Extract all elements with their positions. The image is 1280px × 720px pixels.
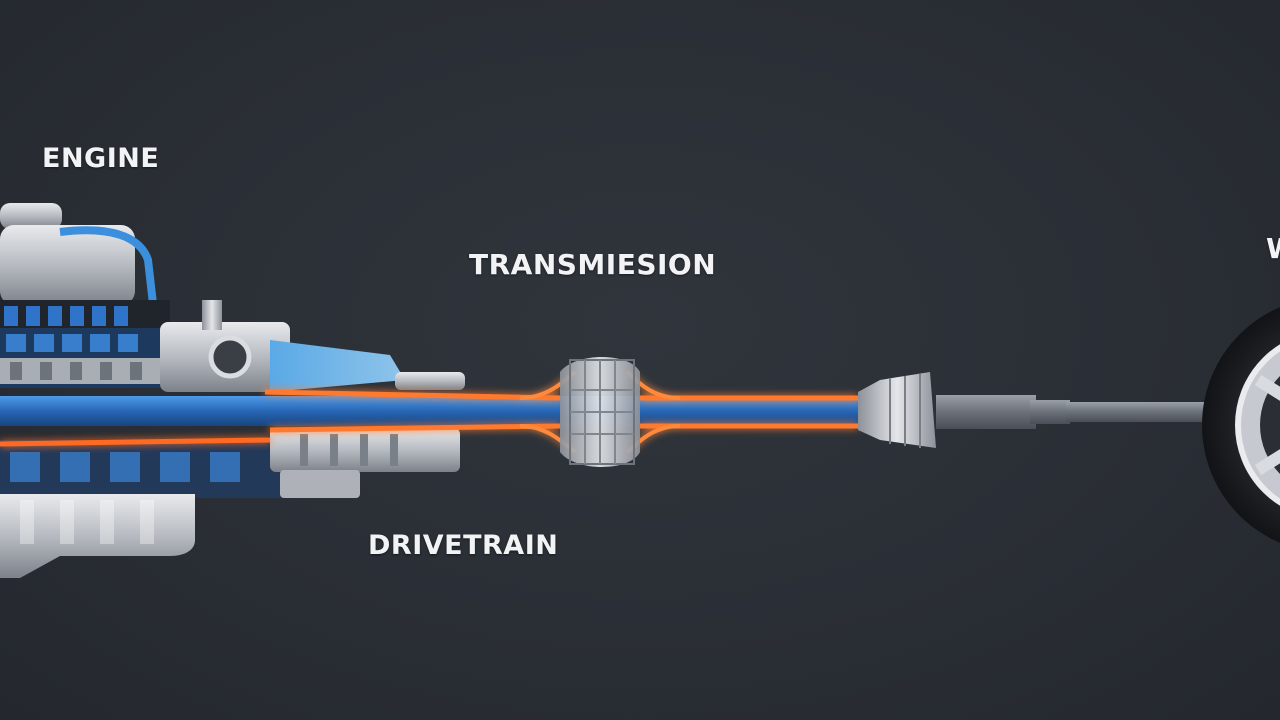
- cv-joint-icon: [858, 372, 936, 448]
- axle-shaft: [936, 395, 1036, 429]
- engine-label: ENGINE: [42, 143, 160, 174]
- wheel-label: W: [1266, 232, 1280, 265]
- engine-block-icon: [0, 203, 290, 578]
- transmission-label: TRANSMIESION: [469, 248, 717, 281]
- wheel-icon: [1202, 307, 1280, 543]
- drivetrain-label: DRIVETRAIN: [368, 530, 559, 561]
- transmission-casing: [160, 300, 465, 498]
- power-flow-lines: [0, 370, 858, 454]
- universal-joint-icon: [560, 357, 640, 467]
- drive-shaft: [0, 396, 860, 426]
